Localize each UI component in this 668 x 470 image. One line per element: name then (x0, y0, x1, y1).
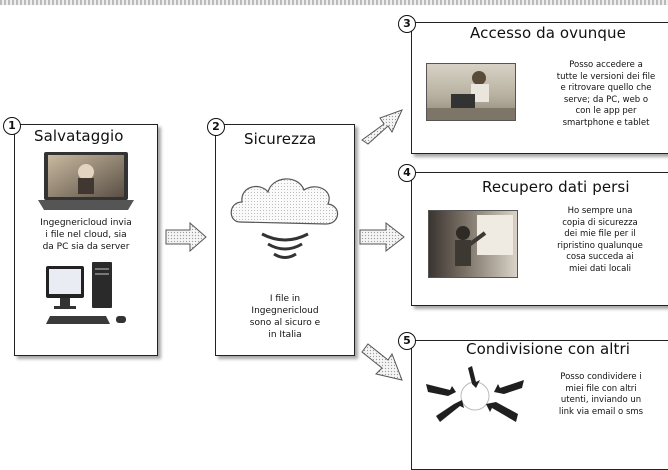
step-number-badge: 2 (207, 118, 225, 136)
desc-line: copia di sicurezza (562, 217, 638, 228)
arrow-down-right-icon (360, 340, 406, 388)
arrow-right-icon (164, 221, 208, 256)
step-title: Salvataggio (34, 127, 124, 145)
step-description: Ho sempre una copia di sicurezza dei mie… (538, 206, 662, 275)
step-title: Condivisione con altri (466, 340, 631, 358)
step-description: I file in Ingegnericloud sono al sicuro … (218, 293, 352, 341)
desc-line: utenti, inviando un (560, 395, 642, 405)
desc-line: Posso condividere i (560, 372, 642, 382)
hands-sharing-icon (420, 364, 530, 428)
desc-line: Posso accedere a (569, 60, 643, 70)
arrow-up-right-icon (358, 106, 404, 150)
desc-line: dei mie file per il (564, 229, 636, 239)
step-number-badge: 4 (398, 164, 416, 182)
desc-line: i file nel cloud, sia (45, 230, 127, 240)
cloud-wireless-icon (226, 170, 344, 276)
desc-line: con le app per (575, 106, 637, 116)
step-title: Accesso da ovunque (470, 24, 626, 42)
step-number-badge: 5 (398, 332, 416, 350)
desc-line: tutte le versioni dei file (556, 71, 656, 82)
desc-line: Ingegnericloud (251, 306, 319, 316)
step-number-badge: 3 (398, 15, 416, 33)
desc-line: sono al sicuro e (249, 318, 321, 328)
desc-line: link via email o sms (558, 406, 644, 417)
step-number-badge: 1 (3, 117, 21, 135)
person-window-photo (428, 210, 518, 278)
laptop-photo (38, 150, 134, 212)
desc-line: smartphone e tablet (562, 117, 650, 128)
desc-line: cosa succeda ai (566, 252, 634, 262)
step-title: Sicurezza (244, 130, 317, 148)
step-description: Posso accedere a tutte le versioni dei f… (544, 60, 668, 129)
step-description: Ingegnericloud invia i file nel cloud, s… (16, 217, 156, 253)
desc-line: serve; da PC, web o (563, 94, 649, 105)
top-decoration-band (0, 0, 668, 5)
desc-line: Ho sempre una (567, 206, 633, 216)
step-title: Recupero dati persi (482, 178, 630, 196)
desc-line: ripristino qualunque (557, 240, 643, 251)
desc-line: miei dati locali (568, 263, 632, 274)
desktop-computer-icon (44, 262, 134, 328)
step-description: Posso condividere i miei file con altri … (538, 372, 664, 418)
person-laptop-photo (426, 63, 516, 121)
desc-line: da PC sia da server (42, 242, 130, 252)
desc-line: miei file con altri (565, 383, 637, 394)
desc-line: in Italia (268, 330, 302, 340)
desc-line: I file in (269, 294, 301, 304)
desc-line: e ritrovare quello che (560, 83, 652, 93)
desc-line: Ingegnericloud invia (40, 218, 132, 228)
arrow-right-icon (358, 221, 406, 256)
